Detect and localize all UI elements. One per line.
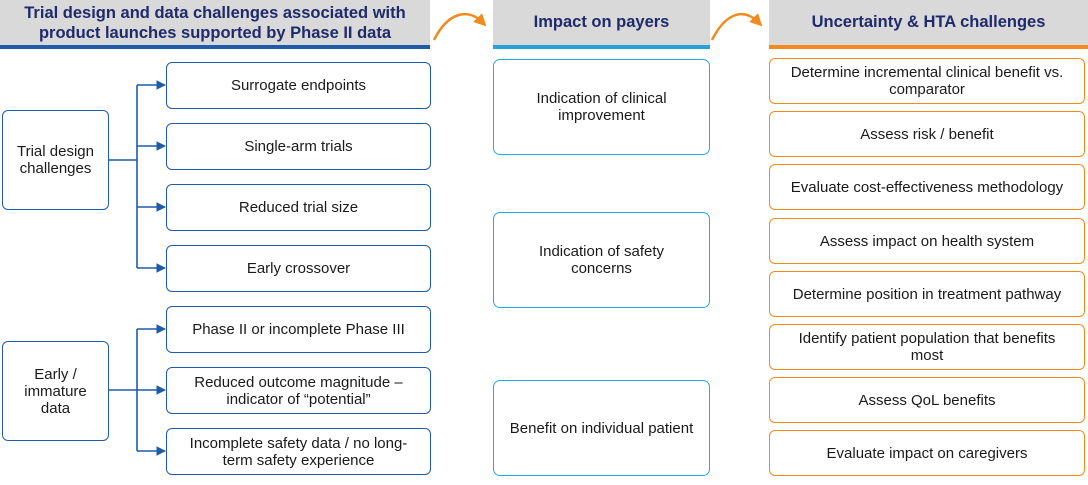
hta-impact-caregivers: Evaluate impact on caregivers — [769, 430, 1085, 476]
group-trial-design-challenges: Trial design challenges — [2, 110, 109, 210]
header-trial-design-challenges: Trial design and data challenges associa… — [0, 0, 430, 49]
header-impact-on-payers: Impact on payers — [493, 0, 710, 49]
hta-assess-risk-benefit: Assess risk / benefit — [769, 111, 1085, 157]
hta-patient-population: Identify patient population that benefit… — [769, 324, 1085, 370]
hta-position-treatment-pathway: Determine position in treatment pathway — [769, 271, 1085, 317]
group-early-immature-data: Early / immature data — [2, 341, 109, 441]
tree-trial-design — [109, 80, 166, 273]
impact-benefit-individual-patient: Benefit on individual patient — [493, 380, 710, 476]
hta-incremental-clinical-benefit: Determine incremental clinical benefit v… — [769, 58, 1085, 104]
orange-arrow-1 — [432, 12, 487, 41]
item-phase-ii-incomplete: Phase II or incomplete Phase III — [166, 306, 431, 353]
impact-safety-concerns: Indication of safety concerns — [493, 212, 710, 308]
header-uncertainty-hta: Uncertainty & HTA challenges — [769, 0, 1088, 49]
item-single-arm-trials: Single-arm trials — [166, 123, 431, 170]
hta-qol-benefits: Assess QoL benefits — [769, 377, 1085, 423]
item-incomplete-safety-data: Incomplete safety data / no long-term sa… — [166, 428, 431, 475]
item-reduced-trial-size: Reduced trial size — [166, 184, 431, 231]
hta-cost-effectiveness: Evaluate cost-effectiveness methodology — [769, 164, 1085, 210]
item-reduced-outcome-magnitude: Reduced outcome magnitude – indicator of… — [166, 367, 431, 414]
tree-early-data — [109, 324, 166, 456]
impact-clinical-improvement: Indication of clinical improvement — [493, 59, 710, 155]
hta-impact-health-system: Assess impact on health system — [769, 218, 1085, 264]
orange-arrow-2 — [710, 12, 763, 41]
item-early-crossover: Early crossover — [166, 245, 431, 292]
item-surrogate-endpoints: Surrogate endpoints — [166, 62, 431, 109]
